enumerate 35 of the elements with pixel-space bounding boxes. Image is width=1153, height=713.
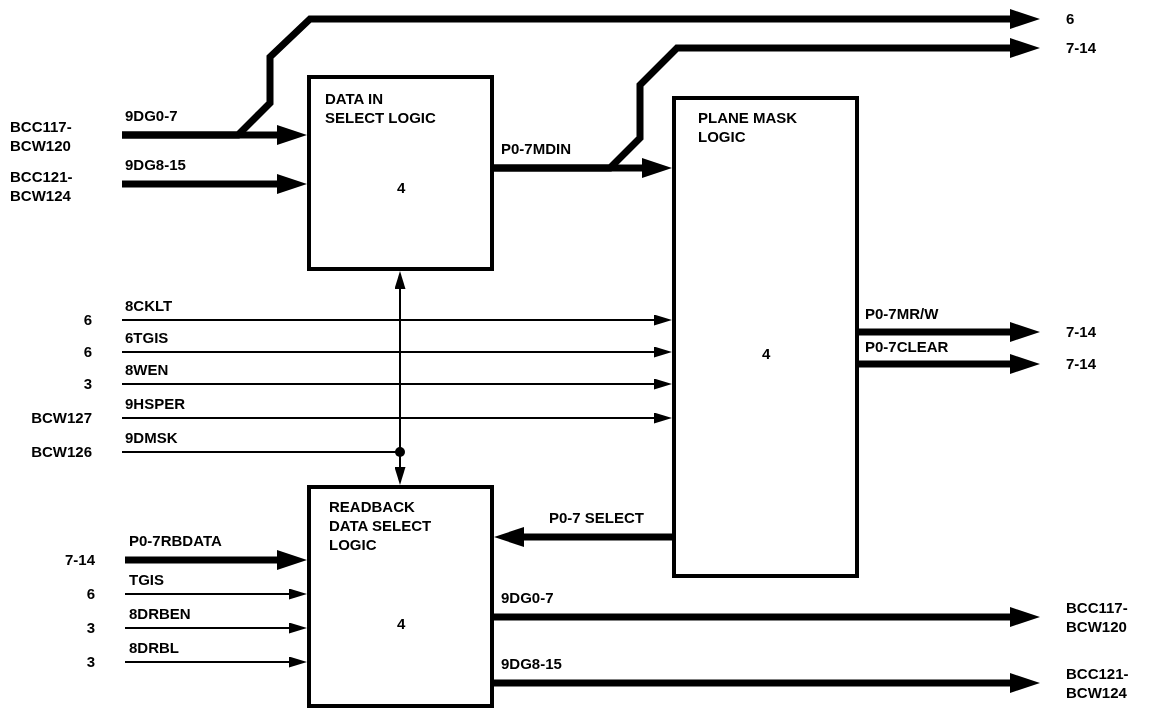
terminal-label: BCC121- BCW124 [10,167,74,205]
terminal-label: 6 [86,584,95,603]
signal-arrow [121,378,672,390]
bus-arrow [494,527,672,547]
logic-block [307,485,494,708]
block-number: 4 [397,179,406,197]
logic-block [672,96,859,578]
terminal-label: 3 [86,652,95,671]
terminal-label: BCW126 [31,442,92,461]
signal-arrow [121,314,672,326]
terminal-label: BCW127 [31,408,92,427]
block-number: 4 [397,615,406,633]
signal-arrow [121,412,672,424]
block-number: 4 [762,345,771,363]
terminal-label: 7-14 [1066,38,1097,57]
terminal-label: 7-14 [1066,354,1097,373]
block-title: DATA IN SELECT LOGIC [325,89,437,127]
signal-label: P0-7MR/W [864,305,940,322]
terminal-label: 6 [1066,9,1075,28]
terminal-label: 7-14 [64,550,95,569]
terminal-label: BCC121- BCW124 [1066,664,1130,702]
terminal-label: 7-14 [1066,322,1097,341]
block-title: READBACK DATA SELECT LOGIC [329,497,433,554]
terminal-label: 3 [83,374,92,393]
terminal-label: BCC117- BCW120 [1066,598,1129,636]
terminal-label: BCC117- BCW120 [10,117,73,155]
signal-arrow [124,588,307,600]
logic-block [307,75,494,271]
terminal-label: 3 [86,618,95,637]
terminal-label: 6 [83,342,92,361]
terminal-label: 6 [83,310,92,329]
signal-arrow [121,346,672,358]
block-title: PLANE MASK LOGIC [698,108,799,146]
signal-arrow [124,622,307,634]
signal-arrow [124,656,307,668]
